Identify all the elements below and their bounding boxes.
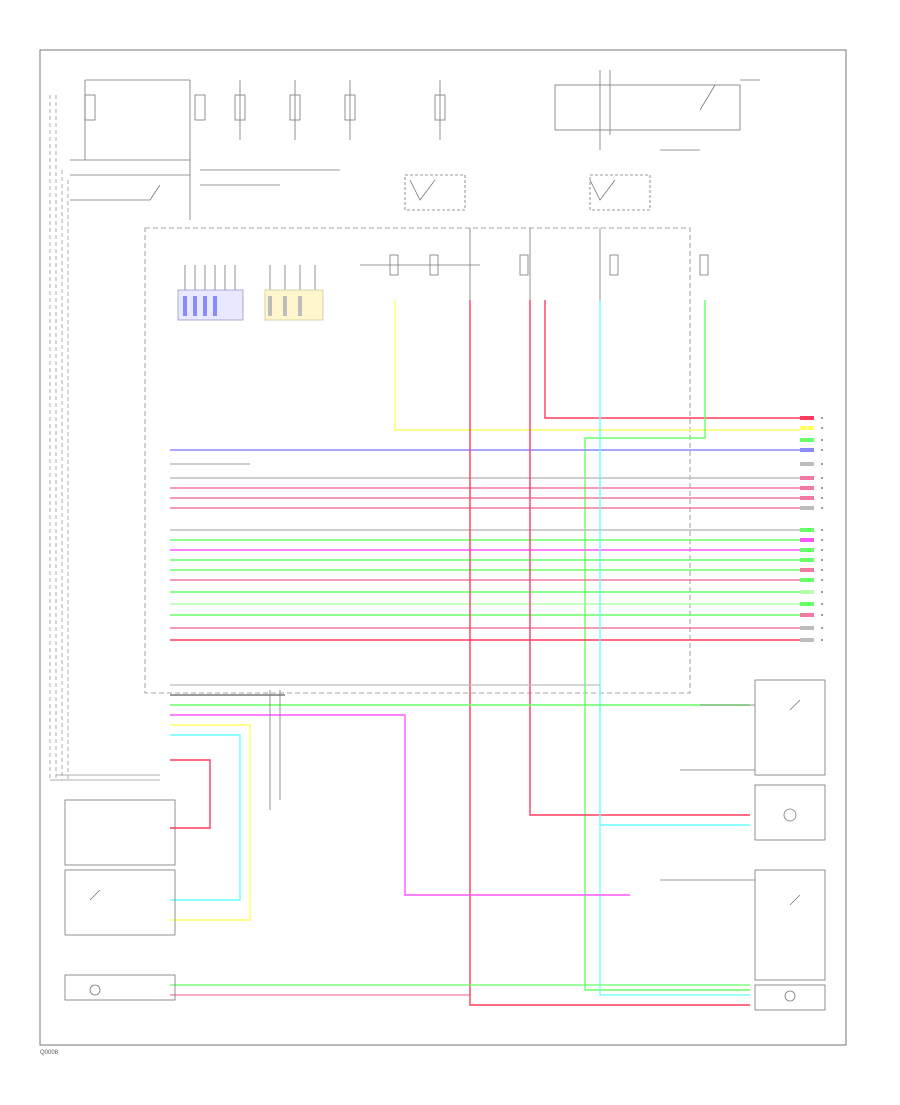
right-pin-dot (821, 439, 823, 441)
right-pin-marker (800, 602, 814, 606)
cyan-lower-wire (170, 734, 241, 901)
harness-wire-2 (584, 300, 750, 991)
right-pin-dot (821, 487, 823, 489)
right-pin-dot (821, 497, 823, 499)
harness-wire-1 (394, 300, 800, 431)
right-pin-marker (800, 638, 814, 642)
right-pin-marker (800, 558, 814, 562)
left-ground-buses (49, 95, 160, 781)
right-pin-marker (800, 496, 814, 500)
right-pin-dot (821, 639, 823, 641)
yellow-lower-wire (170, 724, 251, 921)
right-pin-dot (821, 591, 823, 593)
connector-pins (177, 265, 324, 321)
right-pin-marker (800, 416, 814, 420)
module-outline (144, 227, 691, 694)
right-pin-marker (800, 486, 814, 490)
right-pin-dot (821, 627, 823, 629)
right-pin-marker (800, 462, 814, 466)
right-pin-marker (800, 528, 814, 532)
right-pin-marker (800, 476, 814, 480)
right-pin-marker (800, 438, 814, 442)
right-pin-dot (821, 449, 823, 451)
wire-harness (170, 296, 800, 1006)
magenta-lower-wire (170, 714, 630, 896)
right-pin-dot (821, 579, 823, 581)
connector-pin (203, 296, 207, 316)
connector-pin (268, 296, 272, 316)
right-pin-marker (800, 613, 814, 617)
right-pin-marker (800, 568, 814, 572)
right-pin-dot (821, 417, 823, 419)
right-pin-dot (821, 614, 823, 616)
harness-wire-0 (544, 300, 800, 419)
connector-pin (283, 296, 287, 316)
right-pin-dot (821, 569, 823, 571)
internal-fuses (360, 228, 709, 300)
right-pin-marker (800, 578, 814, 582)
connector-pin (213, 296, 217, 316)
left-switches (64, 690, 281, 1001)
connector-pin (183, 296, 187, 316)
right-pin-marker (800, 548, 814, 552)
right-pin-marker (800, 538, 814, 542)
right-pin-marker (800, 506, 814, 510)
right-pin-dot (821, 427, 823, 429)
red-vertical-wire (469, 300, 750, 1006)
right-connector-pins (800, 416, 823, 642)
fuse-block-top (70, 79, 446, 220)
connector-pin (193, 296, 197, 316)
right-pin-dot (821, 549, 823, 551)
right-pin-dot (821, 603, 823, 605)
right-pin-dot (821, 539, 823, 541)
diagram-border (39, 49, 847, 1046)
right-pin-dot (821, 477, 823, 479)
right-pin-marker (800, 448, 814, 452)
cyan-vertical-wire (599, 300, 750, 826)
right-pin-marker (800, 426, 814, 430)
cyan-vertical-wire-2 (599, 825, 750, 996)
connector-pin (298, 296, 302, 316)
red-lower-wire (170, 759, 211, 829)
relay-area (404, 70, 760, 211)
door-lock-actuators (660, 679, 826, 1011)
right-pin-dot (821, 529, 823, 531)
right-pin-dot (821, 463, 823, 465)
right-pin-marker (800, 626, 814, 630)
right-pin-dot (821, 507, 823, 509)
right-pin-dot (821, 559, 823, 561)
diagram-code: Q0008 (40, 1050, 59, 1056)
right-pin-marker (800, 590, 814, 594)
red-vertical-wire-2 (529, 300, 750, 816)
